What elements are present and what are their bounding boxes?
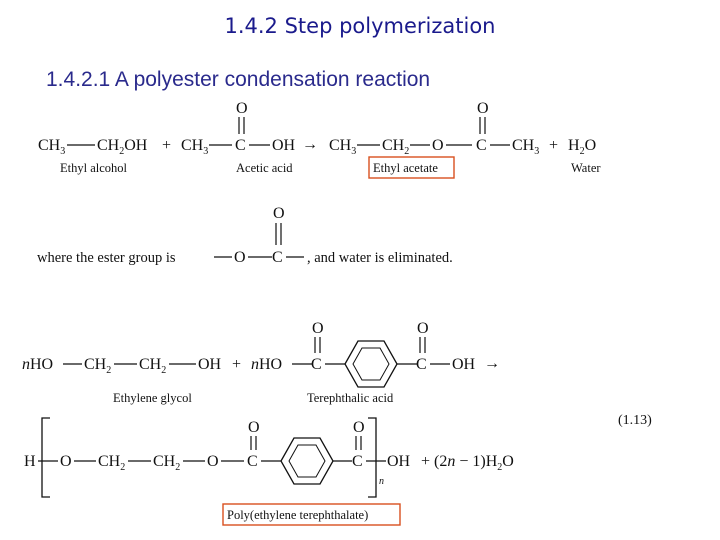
- oxygen-atom: O: [432, 137, 444, 154]
- ch2-group: CH2: [98, 453, 125, 473]
- left-bracket: [41, 417, 50, 498]
- ch2-group: CH2: [153, 453, 180, 473]
- polymer-product: H O CH2 CH2 O O C O C n OH: [24, 417, 514, 526]
- carbon-atom: C: [476, 137, 487, 154]
- benzene-ring-inner: [288, 444, 326, 478]
- slide-title: 1.4.2 Step polymerization: [224, 14, 496, 38]
- label-terephthalic-acid: Terephthalic acid: [307, 391, 394, 405]
- oxygen-atom: O: [417, 320, 429, 337]
- benzene-ring-inner: [352, 347, 390, 381]
- ester-note: where the ester group is O O C , and wat…: [37, 205, 453, 266]
- ch2-group: CH2: [139, 356, 166, 376]
- ester-note-suffix: , and water is eliminated.: [307, 250, 453, 266]
- label-acetic-acid: Acetic acid: [236, 161, 293, 175]
- oxygen-atom: O: [273, 205, 285, 222]
- highlight-box: [368, 156, 455, 179]
- oxygen-atom: O: [236, 100, 248, 117]
- carbon-atom: C: [247, 453, 258, 470]
- oxygen-atom: O: [477, 100, 489, 117]
- hydrogen-atom: H: [24, 453, 36, 470]
- reaction-arrow: →: [484, 355, 500, 372]
- carbon-atom: C: [311, 356, 322, 373]
- water-formula: H2O: [568, 137, 596, 157]
- equation-number: (1.13): [618, 413, 652, 428]
- water-term: + (2n − 1)H2O: [421, 453, 514, 473]
- oxygen-atom: O: [353, 419, 365, 436]
- oh-group: OH: [452, 356, 476, 373]
- highlight-box: [222, 503, 401, 526]
- label-ethylene-glycol: Ethylene glycol: [113, 391, 192, 405]
- carbon-atom: C: [235, 137, 246, 154]
- right-bracket: [368, 417, 377, 498]
- oxygen-atom: O: [312, 320, 324, 337]
- oh-group: OH: [387, 453, 411, 470]
- label-ethyl-acetate: Ethyl acetate: [373, 161, 438, 175]
- ch2-group: CH2: [84, 356, 111, 376]
- n-ho-group: nHO: [251, 356, 282, 373]
- oxygen-atom: O: [248, 419, 260, 436]
- ch3-group: CH3: [38, 137, 65, 157]
- ch3-group: CH3: [512, 137, 539, 157]
- label-ethyl-alcohol: Ethyl alcohol: [60, 161, 128, 175]
- repeat-n: n: [379, 476, 384, 487]
- oh-group: OH: [272, 137, 296, 154]
- oh-group: OH: [198, 356, 222, 373]
- ch2-group: CH2: [382, 137, 409, 157]
- reaction-1: CH3 CH2OH + CH3 O C OH → CH3 CH2 O O C C…: [38, 100, 601, 179]
- slide-subtitle: 1.4.2.1 A polyester condensation reactio…: [46, 68, 431, 91]
- carbon-atom: C: [272, 249, 283, 266]
- ch3-group: CH3: [329, 137, 356, 157]
- plus-sign: +: [162, 137, 171, 154]
- reaction-arrow: →: [302, 136, 318, 153]
- reaction-2: nHO CH2 CH2 OH + nHO O C O C OH → Et: [22, 320, 652, 428]
- oxygen-atom: O: [207, 453, 219, 470]
- ester-note-prefix: where the ester group is: [37, 250, 176, 266]
- ch2oh-group: CH2OH: [97, 137, 148, 157]
- ch3-group: CH3: [181, 137, 208, 157]
- carbon-atom: C: [416, 356, 427, 373]
- carbon-atom: C: [352, 453, 363, 470]
- label-poly-ethylene-terephthalate: Poly(ethylene terephthalate): [227, 508, 368, 522]
- n-ho-group: nHO: [22, 356, 53, 373]
- plus-sign: +: [549, 137, 558, 154]
- label-water: Water: [571, 161, 601, 175]
- plus-sign: +: [232, 356, 241, 373]
- oxygen-atom: O: [60, 453, 72, 470]
- oxygen-atom: O: [234, 249, 246, 266]
